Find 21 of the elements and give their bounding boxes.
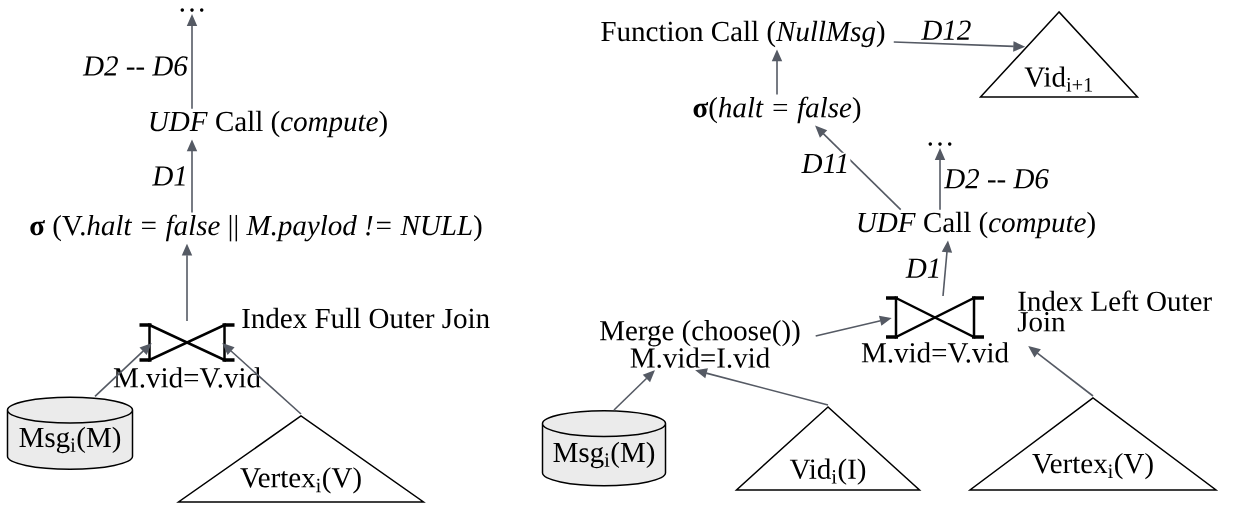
- operator-label: …: [928, 142, 952, 146]
- database-cylinder: Msg$_{i}$(M): [541, 409, 667, 487]
- operator-label: Merge (choose()) M.vid=I.vid: [600, 320, 800, 368]
- operator-label: σ (V.halt = false || M.paylod != NULL): [30, 214, 482, 242]
- arrow: [94, 343, 152, 398]
- arrow: [613, 370, 655, 411]
- edge-label: D1: [904, 257, 943, 279]
- edge-label: D1: [151, 165, 189, 187]
- operator-label: …: [180, 8, 204, 12]
- operator-label: UDF Call (compute): [858, 211, 1095, 239]
- operator-label: σ(halt = false): [693, 96, 861, 124]
- edge-label: D2 -- D6: [943, 168, 1050, 190]
- join-operator: M.vid=V.vid: [861, 296, 1009, 363]
- operator-label: Function Call (NullMsg): [601, 20, 885, 48]
- arrow: [222, 343, 302, 415]
- operator-name: Index Left Outer Join: [1017, 290, 1212, 332]
- operator-label: UDF Call (compute): [150, 110, 387, 138]
- edge-label: D12: [920, 19, 973, 41]
- database-cylinder: Msg$_{i}$(M): [6, 396, 134, 470]
- edge-label: D2 -- D6: [82, 55, 189, 77]
- edge-label: D11: [800, 152, 851, 174]
